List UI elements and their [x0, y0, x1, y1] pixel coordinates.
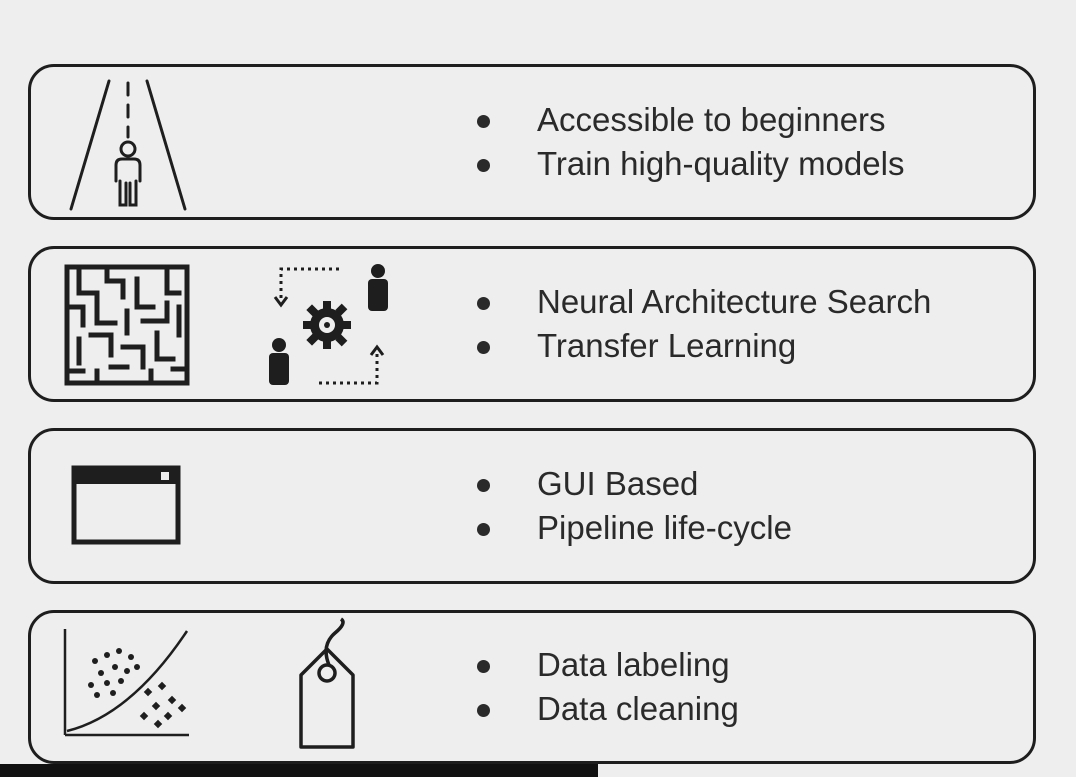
feature-card-gui: GUI Based Pipeline life-cycle: [28, 428, 1036, 584]
feature-card-data: Data labeling Data cleaning: [28, 610, 1036, 764]
feature-list: GUI Based Pipeline life-cycle: [469, 431, 792, 581]
bullet-item: GUI Based: [469, 462, 792, 506]
browser-window-icon: [71, 465, 181, 545]
scatter-plot-icon: [63, 629, 189, 737]
caption-bar: [0, 764, 598, 777]
gear-workflow-icon: [269, 264, 388, 385]
bullet-item: Accessible to beginners: [469, 98, 904, 142]
feature-card-nas: Neural Architecture Search Transfer Lear…: [28, 246, 1036, 402]
bullet-item: Pipeline life-cycle: [469, 506, 792, 550]
bullet-item: Train high-quality models: [469, 142, 904, 186]
road-person-icon: [69, 79, 187, 211]
feature-list: Data labeling Data cleaning: [469, 613, 739, 761]
bullet-item: Data cleaning: [469, 687, 739, 731]
feature-card-beginners: Accessible to beginners Train high-quali…: [28, 64, 1036, 220]
bullet-item: Data labeling: [469, 643, 739, 687]
tag-label-icon: [299, 617, 355, 749]
feature-list: Neural Architecture Search Transfer Lear…: [469, 249, 931, 399]
maze-icon: [64, 264, 190, 386]
bullet-item: Neural Architecture Search: [469, 280, 931, 324]
bullet-item: Transfer Learning: [469, 324, 931, 368]
feature-list: Accessible to beginners Train high-quali…: [469, 67, 904, 217]
